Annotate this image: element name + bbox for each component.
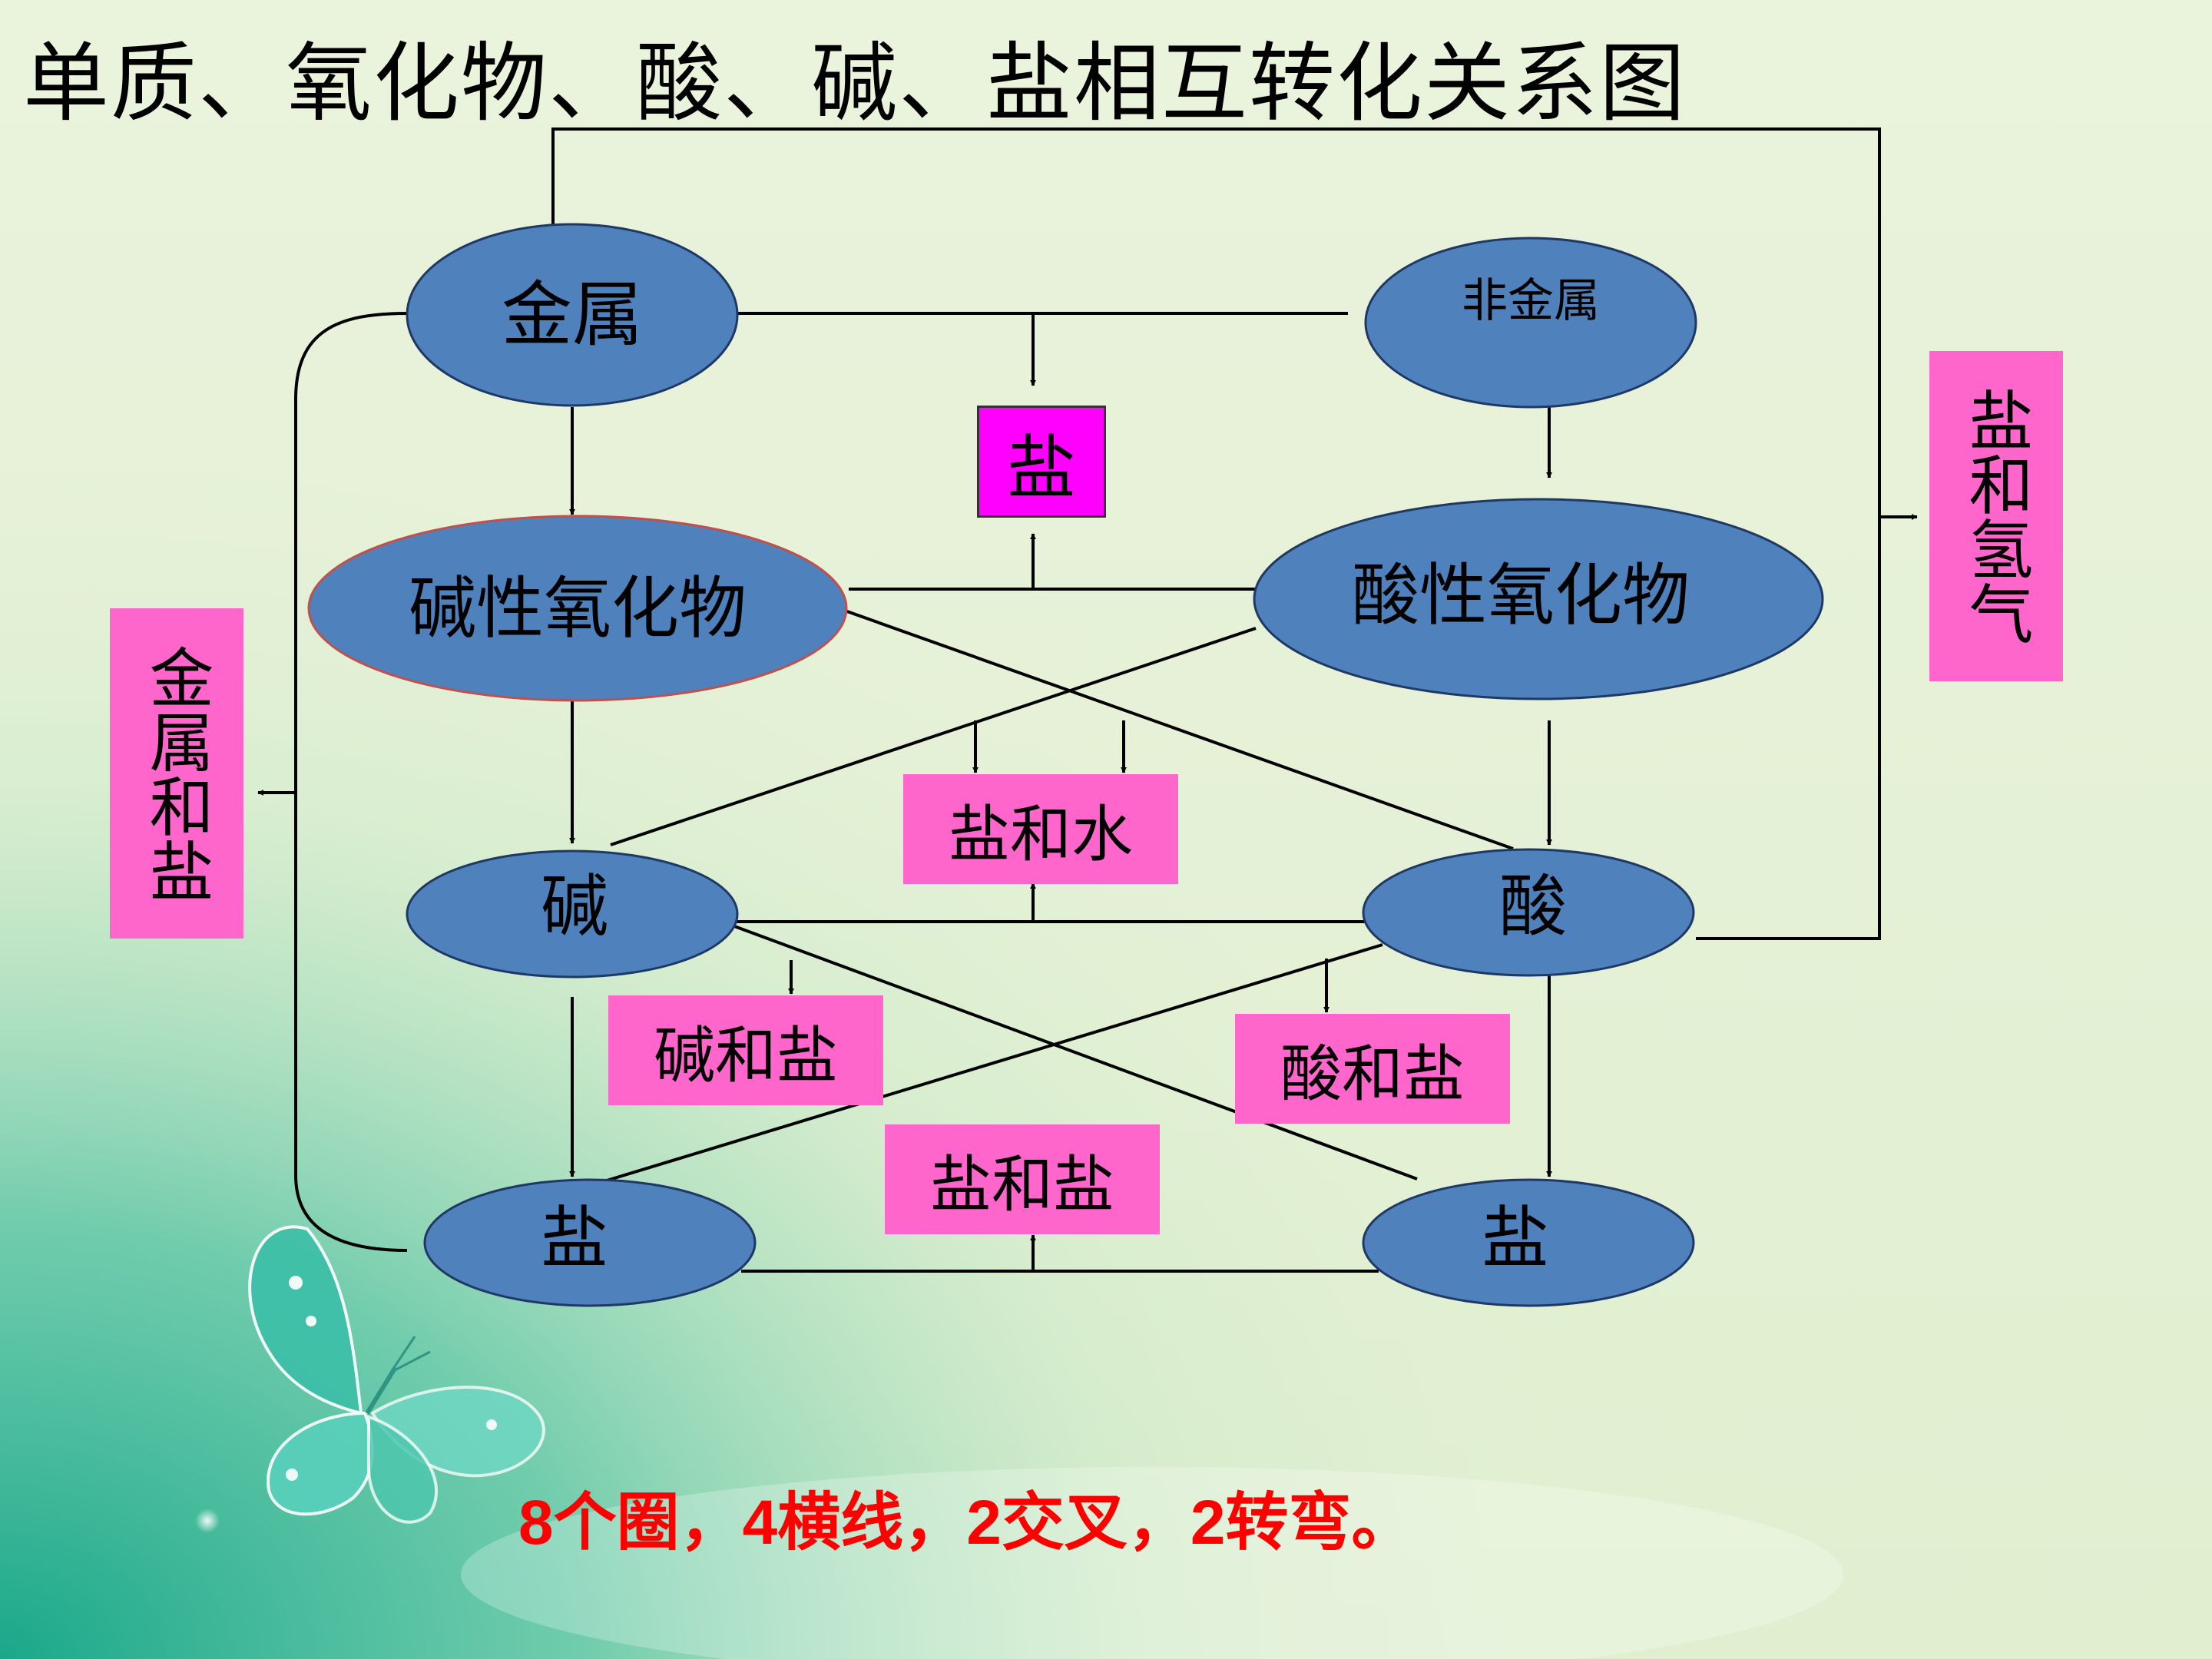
product-metal-salt: 金属和盐: [110, 608, 243, 939]
node-salt-right[interactable]: 盐: [1362, 1178, 1695, 1307]
node-salt-left-label: 盐: [541, 1199, 608, 1278]
butterfly-icon: [195, 1225, 545, 1533]
node-metal[interactable]: 金属: [406, 223, 739, 407]
product-acid-salt: 酸和盐: [1235, 1014, 1510, 1124]
footer-note: 8个圈，4横线，2交叉，2转弯。: [518, 1488, 1415, 1558]
node-basic-oxide[interactable]: 碱性氧化物: [307, 515, 848, 702]
product-salt-water: 盐和水: [903, 774, 1178, 884]
node-acid[interactable]: 酸: [1362, 848, 1695, 977]
node-base-label: 碱: [541, 867, 608, 946]
node-acid-label: 酸: [1499, 867, 1567, 946]
node-acidic-oxide[interactable]: 酸性氧化物: [1253, 498, 1824, 700]
product-salt-hydrogen: 盐和氢气: [1929, 351, 2063, 681]
node-salt-left[interactable]: 盐: [423, 1178, 757, 1307]
node-base[interactable]: 碱: [406, 849, 739, 979]
page-title: 单质、氧化物、酸、碱、盐相互转化关系图: [23, 34, 1687, 134]
product-base-salt: 碱和盐: [608, 995, 883, 1105]
product-salt-salt: 盐和盐: [885, 1124, 1160, 1234]
node-salt-right-label: 盐: [1482, 1199, 1549, 1278]
node-nonmetal[interactable]: 非金属: [1364, 237, 1697, 409]
node-basic-oxide-label: 碱性氧化物: [409, 569, 747, 648]
product-salt-top: 盐: [977, 406, 1106, 518]
node-acidic-oxide-label: 酸性氧化物: [1352, 556, 1690, 635]
node-nonmetal-label: 非金属: [1462, 274, 1600, 328]
node-metal-label: 金属: [502, 274, 643, 356]
